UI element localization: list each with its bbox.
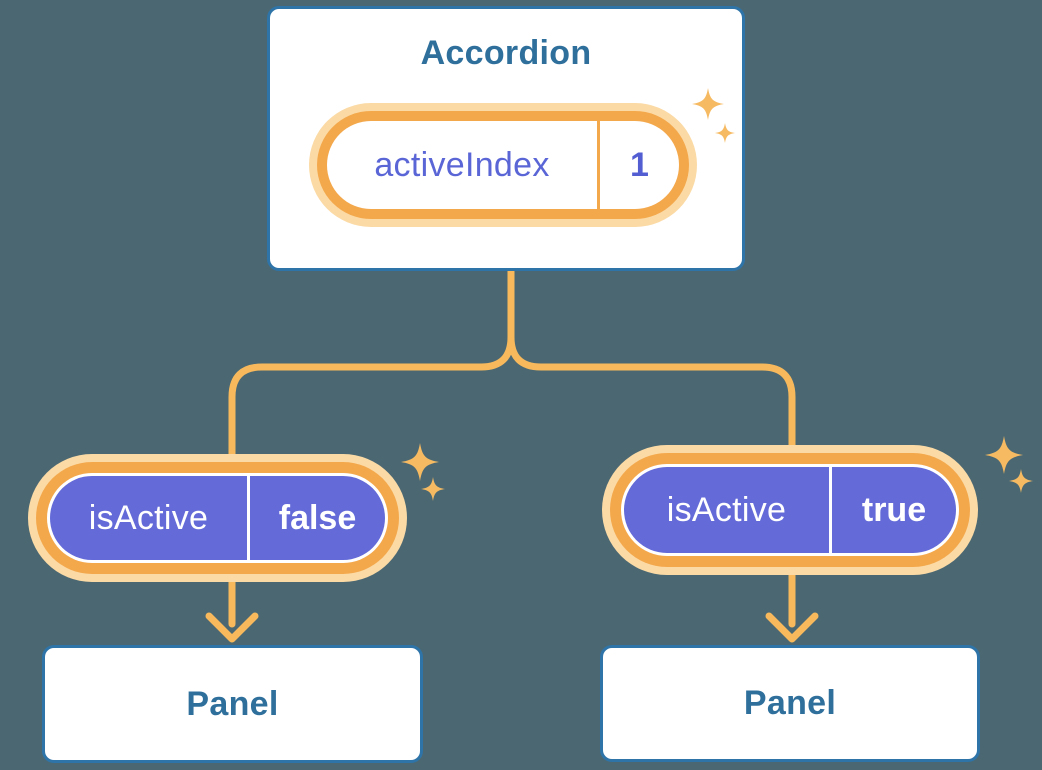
pill-divider xyxy=(247,476,250,560)
arrow-down-icon xyxy=(205,612,259,643)
connector-branch-left xyxy=(228,266,515,474)
prop-pill-ring: isActive true xyxy=(610,453,970,567)
state-pill-core: activeIndex 1 xyxy=(327,121,679,209)
arrow-down-icon xyxy=(765,612,819,643)
prop-value: false xyxy=(278,498,357,537)
prop-pill-left: isActive false xyxy=(28,454,407,582)
state-pill-ring: activeIndex 1 xyxy=(317,111,689,219)
prop-pill-core: isActive false xyxy=(50,476,385,560)
accordion-title: Accordion xyxy=(420,34,592,72)
prop-pill-core: isActive true xyxy=(624,467,956,553)
panel-card-left: Panel xyxy=(42,645,423,763)
prop-name: isActive xyxy=(88,498,209,537)
connector-branch-right xyxy=(507,266,796,469)
pill-divider xyxy=(829,467,832,553)
prop-pill-ring: isActive false xyxy=(36,462,399,574)
state-pill: activeIndex 1 xyxy=(309,103,697,227)
panel-card-right: Panel xyxy=(600,645,980,762)
prop-name: isActive xyxy=(666,490,787,529)
state-value: 1 xyxy=(630,145,649,184)
prop-pill-white-ring: isActive true xyxy=(621,464,959,556)
pill-divider xyxy=(597,121,600,209)
prop-value: true xyxy=(861,490,927,529)
state-name: activeIndex xyxy=(374,145,550,184)
prop-pill-right: isActive true xyxy=(602,445,978,575)
prop-pill-white-ring: isActive false xyxy=(47,473,388,563)
